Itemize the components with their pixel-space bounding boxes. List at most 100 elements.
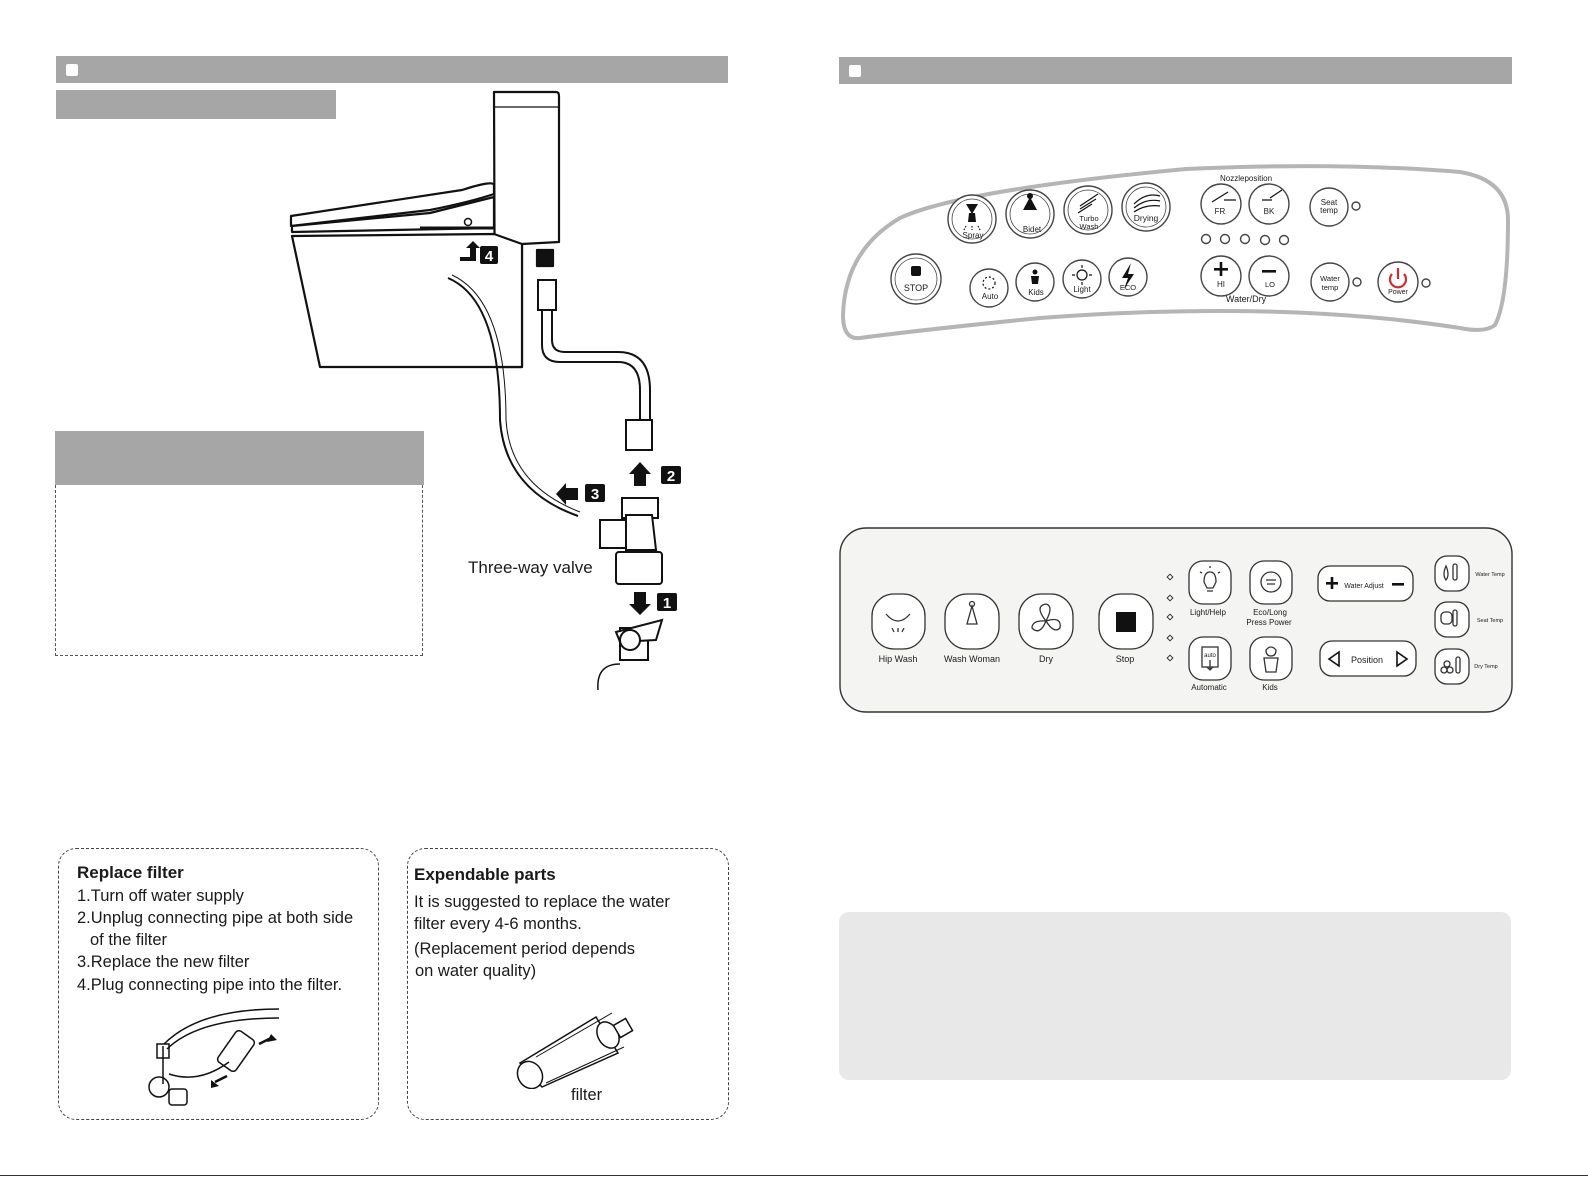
fr-nozzle-icon: [1211, 191, 1236, 203]
seat-temp-icon: [1440, 611, 1453, 625]
bidet-label: Bidet: [1023, 225, 1042, 234]
fr-label: FR: [1215, 207, 1226, 216]
auto-label: Auto: [982, 292, 999, 301]
indicator-dot: [1166, 594, 1174, 602]
dry-temp-button[interactable]: [1434, 648, 1470, 685]
hip-wash-label: Hip Wash: [879, 654, 918, 664]
step-3-label: 3: [591, 486, 599, 503]
kids-icon-2: [1263, 646, 1279, 673]
left-subheader-bar: [56, 90, 336, 119]
position-button[interactable]: [1319, 640, 1417, 677]
press-power-label: Press Power: [1246, 618, 1292, 627]
indicator-led: [1278, 234, 1290, 246]
indicator-dot: [1166, 634, 1174, 642]
drying-icon: [1133, 194, 1161, 213]
wash-woman-label: Wash Woman: [944, 654, 1000, 664]
wash-woman-button[interactable]: [944, 593, 1000, 650]
stop-button[interactable]: [890, 253, 942, 305]
light-icon: [1076, 269, 1088, 281]
stop-label: STOP: [904, 283, 928, 293]
expendable-parts-box: Expendable parts It is suggested to repl…: [407, 848, 729, 1120]
installation-diagram: 4 2 3 1 Three-way valve: [289, 90, 681, 691]
drying-label: Drying: [1134, 213, 1159, 223]
indicator-led: [1352, 277, 1362, 287]
eco-long-label: Eco/Long: [1253, 608, 1287, 617]
dry-label: Dry: [1039, 654, 1053, 664]
kids-label-2: Kids: [1262, 683, 1278, 692]
filter-cartridge-illustration: [516, 1012, 634, 1089]
stop-label-2: Stop: [1116, 654, 1135, 664]
power-icon: [1388, 268, 1408, 289]
eco-icon-2: [1260, 571, 1282, 593]
filter-replacement-illustration: [148, 1008, 280, 1106]
indicator-led: [1351, 201, 1361, 211]
water-adjust-button[interactable]: [1317, 565, 1414, 602]
light-button[interactable]: [1062, 259, 1102, 299]
bk-nozzle-icon: [1262, 189, 1283, 201]
eco-long-button[interactable]: [1249, 560, 1293, 605]
indicator-led: [1200, 233, 1212, 245]
wash-label: Wash: [1080, 222, 1099, 231]
step-2-label: 2: [667, 468, 675, 485]
hip-wash-icon: [885, 613, 911, 622]
seat-temp-button[interactable]: [1309, 187, 1349, 227]
dry-temp-label: Dry Temp: [1474, 664, 1497, 670]
note-box-header: [55, 431, 424, 485]
eco-icon: [1122, 263, 1134, 289]
lo-minus-icon: [1262, 270, 1276, 273]
replace-step-1: 1.Turn off water supply: [77, 887, 244, 905]
water-temp-label: temp: [1322, 283, 1339, 292]
wash-woman-icon: [966, 603, 978, 625]
stop-square-icon: [1116, 612, 1136, 632]
indicator-led: [1219, 233, 1231, 245]
minus-icon: [1392, 583, 1404, 586]
expendable-line-3: (Replacement period depends: [414, 940, 636, 958]
position-label: Position: [1351, 655, 1383, 665]
spray-icon: [966, 204, 978, 222]
header-square-icon: [849, 65, 861, 77]
three-way-valve-illustration: [597, 497, 664, 691]
note-box: [55, 485, 423, 656]
step-1-label: 1: [663, 595, 671, 612]
auto-icon: [982, 276, 996, 290]
nozzle-position-label: Nozzleposition: [1220, 174, 1272, 183]
hose-illustration: [447, 274, 653, 517]
auto-badge: auto: [1204, 653, 1216, 659]
water-adjust-label: Water Adjust: [1344, 583, 1383, 590]
light-label: Light: [1073, 285, 1091, 294]
expendable-line-2: filter every 4-6 months.: [414, 915, 582, 933]
seat-temp-label: temp: [1320, 206, 1338, 215]
left-triangle-icon: [1327, 650, 1340, 668]
water-temp-button[interactable]: [1310, 262, 1350, 302]
lo-button[interactable]: [1248, 255, 1290, 297]
auto-button[interactable]: [969, 268, 1009, 308]
bidet-button[interactable]: [1005, 189, 1055, 239]
kids-label: Kids: [1028, 288, 1044, 297]
water-temp-button-2[interactable]: [1434, 555, 1470, 592]
indicator-dot: [1166, 613, 1174, 621]
turbo-wash-icon: [1077, 193, 1099, 214]
seat-label: Seat: [1321, 198, 1338, 207]
automatic-label: Automatic: [1191, 683, 1227, 692]
replace-filter-title: Replace filter: [77, 863, 184, 882]
right-header-bar: [839, 57, 1512, 84]
filter-label: filter: [571, 1086, 603, 1104]
light-bulb-icon: [1203, 571, 1217, 589]
left-header-bar: [56, 56, 728, 83]
bk-button[interactable]: [1248, 183, 1290, 225]
light-help-button[interactable]: [1188, 560, 1232, 605]
water-label: Water: [1320, 274, 1340, 283]
replace-step-2: 2.Unplug connecting pipe at both side: [77, 909, 354, 927]
lo-label: LO: [1265, 280, 1275, 289]
water-dry-label: Water/Dry: [1226, 294, 1267, 304]
power-button[interactable]: [1377, 261, 1419, 303]
spray-drops-icon: [963, 225, 981, 231]
water-temp-icon: [1443, 564, 1449, 582]
turbo-wash-button[interactable]: [1063, 185, 1113, 235]
automatic-button[interactable]: [1188, 636, 1232, 681]
stop-icon: [911, 266, 921, 276]
three-way-valve-label: Three-way valve: [468, 558, 593, 577]
fr-button[interactable]: [1200, 183, 1242, 225]
indicator-dot: [1166, 654, 1174, 662]
water-temp-label-2: Water Temp: [1475, 572, 1504, 578]
